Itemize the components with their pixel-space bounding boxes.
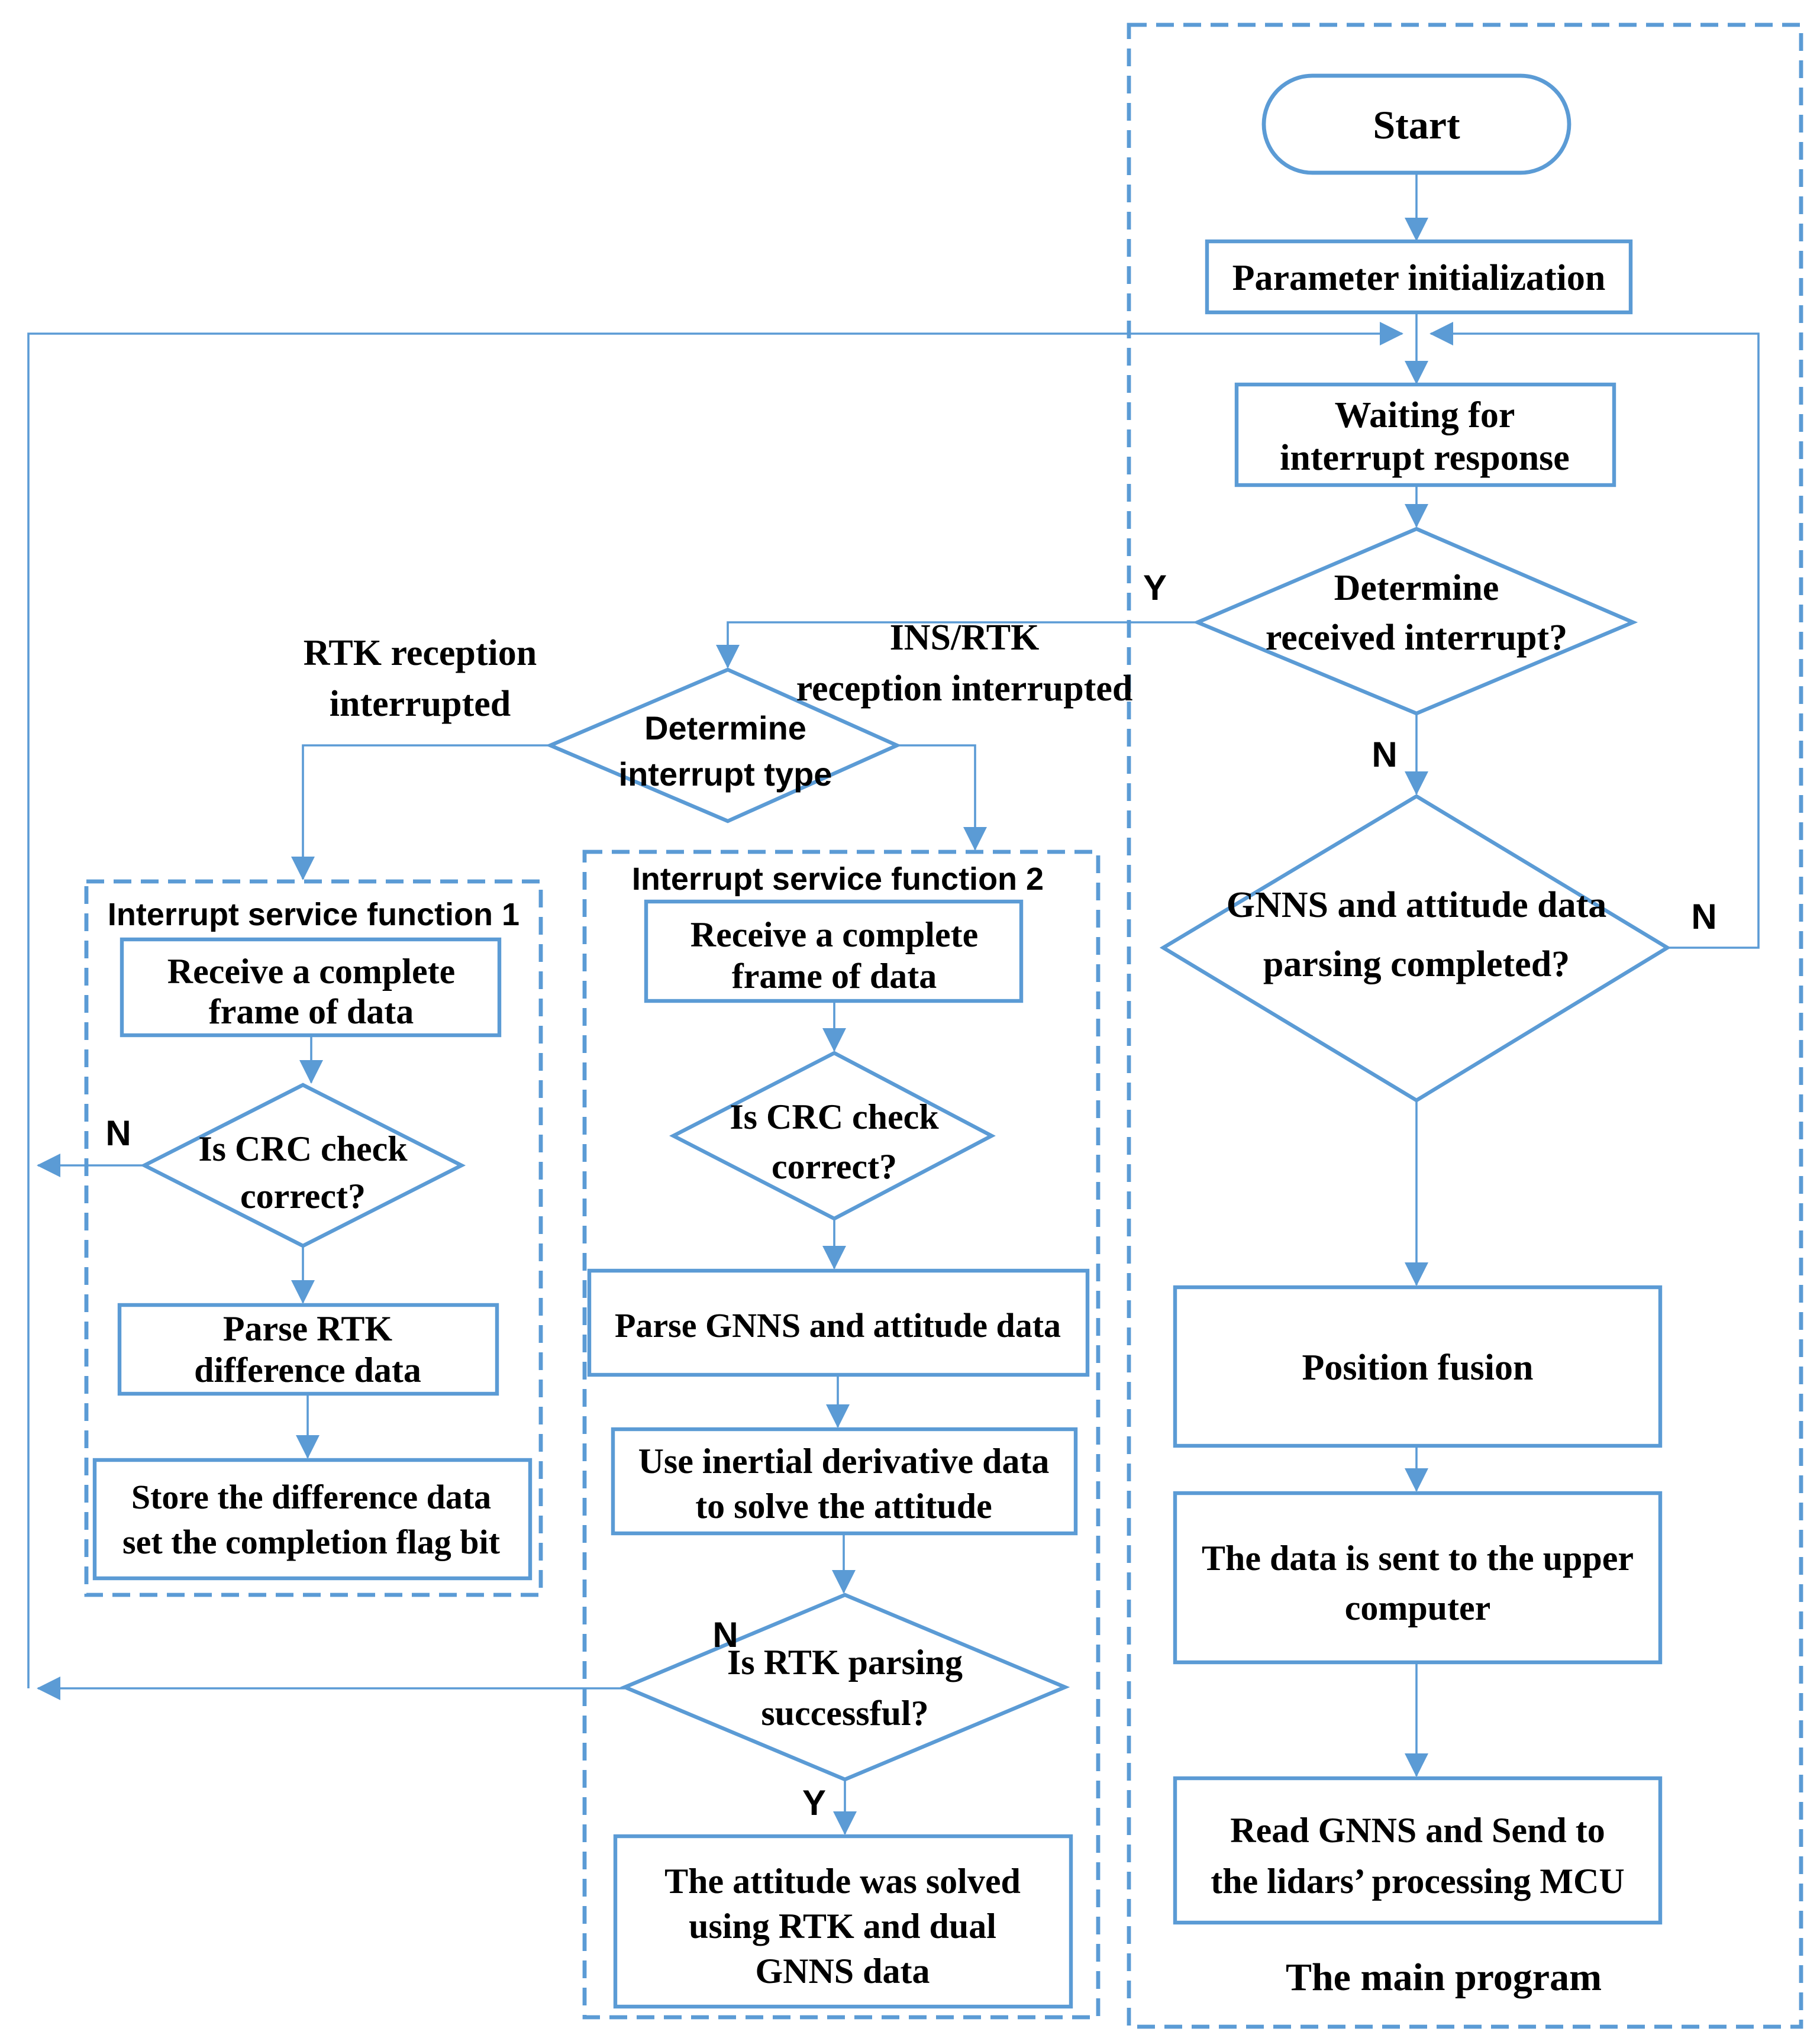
isf2-crc-label-2: correct?: [772, 1147, 897, 1186]
isf2-crc-label-1: Is CRC check: [730, 1097, 939, 1136]
isf1-store-label-2: set the completion flag bit: [122, 1523, 501, 1561]
isf2-inertial-label-2: to solve the attitude: [695, 1487, 992, 1526]
isf2-rtk-label-1: Is RTK parsing: [727, 1643, 963, 1682]
isf2-rtk-decision: [619, 1593, 1070, 1782]
waiting-label-1: Waiting for: [1335, 395, 1515, 435]
main-program-section-border: [1127, 22, 1803, 2029]
isf1-receive-node: [120, 937, 502, 1038]
rtk-branch-label-1: RTK reception: [304, 633, 537, 673]
ins-rtk-branch-label-1: INS/RTK: [890, 618, 1040, 658]
isf2-rtk-no-label: N: [712, 1615, 738, 1655]
determine-received-label-2: received interrupt?: [1266, 618, 1567, 658]
isf2-crc-decision: [669, 1051, 996, 1221]
main-program-section-label: The main program: [1286, 1956, 1602, 1999]
isf1-parse-label-1: Parse RTK: [223, 1309, 393, 1348]
determine-received-decision: [1192, 526, 1638, 716]
send-upper-label-1: The data is sent to the upper: [1202, 1539, 1634, 1578]
gnns-parsing-no-label: N: [1691, 897, 1716, 936]
isf2-inertial-label-1: Use inertial derivative data: [638, 1442, 1050, 1481]
ins-rtk-branch-label-2: reception interrupted: [796, 668, 1133, 709]
isf1-store-label-1: Store the difference data: [131, 1478, 491, 1516]
isf1-section-border: [84, 879, 543, 1597]
isf1-crc-decision: [140, 1083, 466, 1248]
isf2-receive-node: [644, 899, 1024, 1003]
edge-type-to-isf2: [897, 744, 987, 851]
read-gnns-label-2: the lidars’ processing MCU: [1211, 1862, 1624, 1901]
interrupt-type-decision: [545, 667, 902, 823]
edge-left-loop-to-junction: [27, 322, 1403, 1688]
isf2-rtk-yes-label: Y: [802, 1783, 826, 1823]
isf1-receive-label-1: Receive a complete: [167, 952, 455, 991]
parameter-init-node: [1205, 239, 1633, 315]
waiting-node: [1234, 382, 1616, 487]
determine-received-no-label: N: [1372, 735, 1397, 774]
isf2-attitude-label-2: using RTK and dual: [689, 1907, 996, 1946]
send-upper-node: [1173, 1491, 1663, 1665]
send-upper-label-2: computer: [1345, 1588, 1491, 1627]
isf1-section-label: Interrupt service function 1: [108, 897, 519, 932]
waiting-label-2: interrupt response: [1280, 438, 1570, 478]
gnns-parsing-label-1: GNNS and attitude data: [1227, 885, 1607, 925]
isf1-store-node: [92, 1458, 533, 1581]
isf2-section-border: [582, 849, 1101, 2020]
edge-gnns-no-loop-to-junction: [1429, 322, 1760, 949]
edge-determine-yes-to-type: [716, 621, 1198, 668]
isf2-attitude-node: [613, 1834, 1073, 2009]
isf1-crc-no-label: N: [105, 1113, 131, 1153]
interrupt-type-label-2: interrupt type: [619, 755, 832, 793]
position-fusion-node: [1173, 1285, 1663, 1448]
start-node: [1261, 73, 1571, 175]
position-fusion-label: Position fusion: [1302, 1348, 1533, 1388]
isf1-receive-label-2: frame of data: [209, 992, 414, 1031]
isf2-receive-label-1: Receive a complete: [690, 915, 978, 954]
isf1-parse-label-2: difference data: [194, 1351, 421, 1390]
isf1-crc-label-1: Is CRC check: [198, 1129, 408, 1168]
gnns-parsing-label-2: parsing completed?: [1263, 944, 1570, 984]
read-gnns-node: [1173, 1776, 1663, 1925]
determine-received-yes-label: Y: [1143, 568, 1167, 608]
isf1-crc-label-2: correct?: [240, 1177, 366, 1216]
rtk-branch-label-2: interrupted: [330, 684, 511, 724]
isf2-section-label: Interrupt service function 2: [632, 861, 1044, 897]
parameter-init-label: Parameter initialization: [1232, 258, 1606, 298]
isf2-parse-gnns-node: [587, 1268, 1090, 1377]
isf2-attitude-label-1: The attitude was solved: [664, 1862, 1021, 1901]
gnns-parsing-decision: [1159, 794, 1671, 1103]
isf2-attitude-label-3: GNNS data: [755, 1952, 930, 1991]
isf2-inertial-node: [611, 1427, 1078, 1536]
interrupt-type-label-1: Determine: [644, 709, 806, 747]
determine-received-label-1: Determine: [1334, 568, 1499, 608]
isf2-receive-label-2: frame of data: [732, 957, 937, 996]
isf1-parse-node: [117, 1303, 499, 1396]
start-label: Start: [1373, 102, 1460, 147]
edge-type-to-isf1: [291, 744, 550, 880]
isf2-rtk-label-2: successful?: [761, 1694, 928, 1733]
isf2-parse-gnns-label: Parse GNNS and attitude data: [615, 1306, 1061, 1345]
read-gnns-label-1: Read GNNS and Send to: [1230, 1811, 1605, 1850]
